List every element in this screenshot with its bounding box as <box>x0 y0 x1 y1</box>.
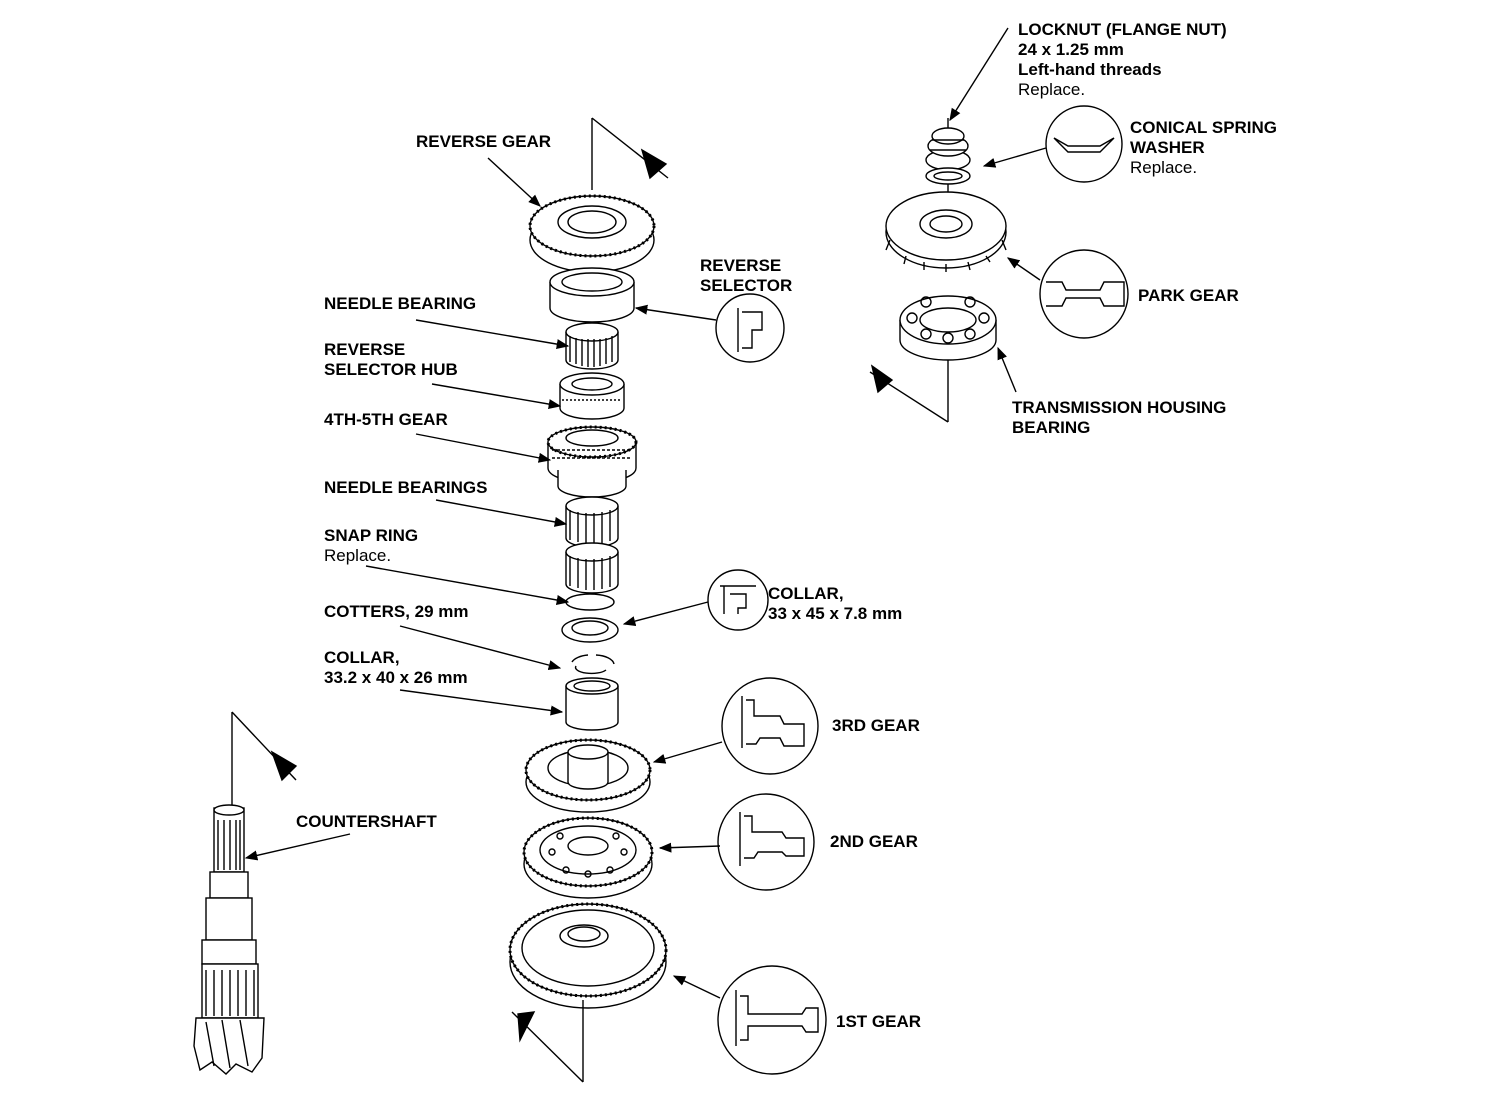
cotters-part <box>571 654 615 675</box>
label-3rd-gear: 3RD GEAR <box>832 716 920 736</box>
conical-line-1: CONICAL SPRING <box>1130 118 1278 137</box>
gear-3rd-part <box>524 738 652 813</box>
reverse-hub-line-1: REVERSE <box>324 340 406 359</box>
collar-left-line-2: 33.2 x 40 x 26 mm <box>324 668 468 687</box>
label-2nd-gear: 2ND GEAR <box>830 832 918 852</box>
cotters-line-1: COTTERS, 29 mm <box>324 602 469 621</box>
needle-bearing-line-1: NEEDLE BEARING <box>324 294 477 313</box>
label-countershaft: COUNTERSHAFT <box>296 812 437 832</box>
gear-2-line-1: 2ND GEAR <box>830 832 918 851</box>
gear-1st-detail <box>717 965 827 1075</box>
label-collar-right: COLLAR, 33 x 45 x 7.8 mm <box>768 584 902 624</box>
park-gear-detail <box>1039 249 1129 339</box>
label-needle-bearing: NEEDLE BEARING <box>324 294 476 314</box>
needle-bearings-part <box>565 496 619 594</box>
reverse-selector-line-1: REVERSE <box>700 256 782 275</box>
gear-1-line-1: 1ST GEAR <box>836 1012 922 1031</box>
gear-4-5-line-1: 4TH-5TH GEAR <box>324 410 448 429</box>
gear-2nd-part <box>522 816 654 899</box>
collar-long-part <box>565 677 619 731</box>
label-4th-5th-gear: 4TH-5TH GEAR <box>324 410 448 430</box>
trans-bearing-line-1: TRANSMISSION HOUSING <box>1012 398 1227 417</box>
locknut-line-3: Left-hand threads <box>1018 60 1162 79</box>
needle-bearings-line-1: NEEDLE BEARINGS <box>324 478 488 497</box>
snap-ring-part <box>565 593 615 611</box>
park-gear-part <box>885 191 1007 272</box>
label-park-gear: PARK GEAR <box>1138 286 1239 306</box>
gear-3-line-1: 3RD GEAR <box>832 716 920 735</box>
locknut-line-2: 24 x 1.25 mm <box>1018 40 1124 59</box>
park-gear-line-1: PARK GEAR <box>1138 286 1239 305</box>
collar-right-line-2: 33 x 45 x 7.8 mm <box>768 604 903 623</box>
conical-note: Replace. <box>1130 158 1198 177</box>
reverse-gear-part <box>528 194 656 273</box>
collar-thin-part <box>561 617 619 643</box>
reverse-selector-hub-part <box>559 372 625 420</box>
reverse-gear-line-1: REVERSE GEAR <box>416 132 552 151</box>
reverse-selector-part <box>549 267 635 323</box>
snap-ring-note: Replace. <box>324 546 392 565</box>
label-reverse-selector-hub: REVERSE SELECTOR HUB <box>324 340 458 380</box>
countershaft-part <box>193 804 265 1075</box>
label-1st-gear: 1ST GEAR <box>836 1012 921 1032</box>
collar-left-line-1: COLLAR, <box>324 648 400 667</box>
label-needle-bearings: NEEDLE BEARINGS <box>324 478 487 498</box>
locknut-part <box>925 127 971 171</box>
label-reverse-gear: REVERSE GEAR <box>416 132 551 152</box>
reverse-selector-line-2: SELECTOR <box>700 276 793 295</box>
snap-ring-line-1: SNAP RING <box>324 526 419 545</box>
label-transmission-housing-bearing: TRANSMISSION HOUSING BEARING <box>1012 398 1226 438</box>
collar-right-line-1: COLLAR, <box>768 584 844 603</box>
collar-thin-detail <box>707 569 769 631</box>
conical-washer-part <box>925 167 971 185</box>
locknut-note: Replace. <box>1018 80 1086 99</box>
label-locknut: LOCKNUT (FLANGE NUT) 24 x 1.25 mm Left-h… <box>1018 20 1227 100</box>
label-collar-left: COLLAR, 33.2 x 40 x 26 mm <box>324 648 468 688</box>
gear-4th-5th-part <box>546 425 638 498</box>
label-snap-ring: SNAP RING Replace. <box>324 526 418 566</box>
reverse-selector-detail <box>715 293 785 363</box>
countershaft-line-1: COUNTERSHAFT <box>296 812 437 831</box>
needle-bearing-part <box>565 322 619 370</box>
label-cotters: COTTERS, 29 mm <box>324 602 469 622</box>
trans-bearing-line-2: BEARING <box>1012 418 1091 437</box>
conical-washer-detail <box>1045 105 1123 183</box>
label-reverse-selector: REVERSE SELECTOR <box>700 256 792 296</box>
reverse-hub-line-2: SELECTOR HUB <box>324 360 458 379</box>
conical-line-2: WASHER <box>1130 138 1205 157</box>
gear-2nd-detail <box>717 793 815 891</box>
label-conical-washer: CONICAL SPRING WASHER Replace. <box>1130 118 1277 178</box>
locknut-line-1: LOCKNUT (FLANGE NUT) <box>1018 20 1227 39</box>
gear-3rd-detail <box>721 677 819 775</box>
housing-bearing-part <box>899 295 997 361</box>
gear-1st-part <box>508 902 668 1009</box>
